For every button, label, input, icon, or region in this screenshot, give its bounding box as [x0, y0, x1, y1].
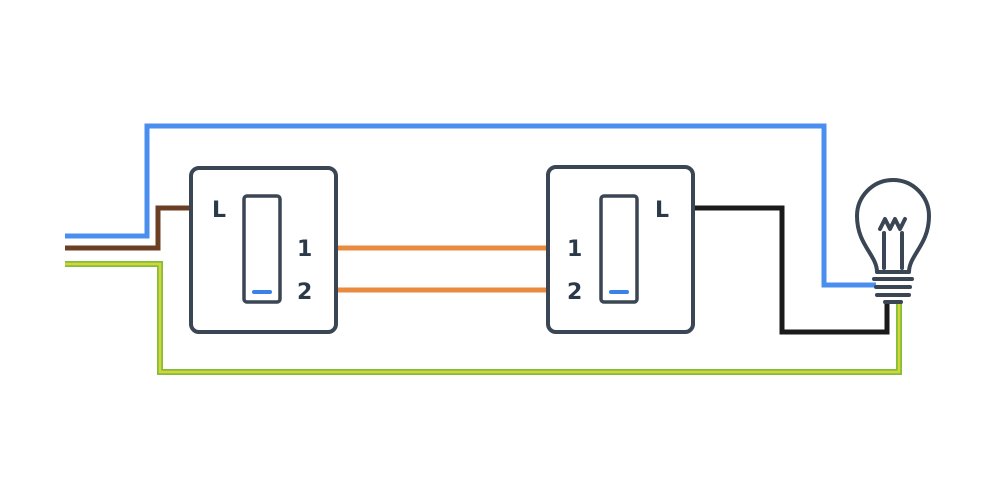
switch-left-terminal-1: 1 [297, 237, 312, 262]
earth-wire-yellow [65, 262, 901, 374]
light-bulb-icon [855, 178, 931, 304]
switch-right-terminal-2: 2 [567, 280, 582, 305]
switch-right-rocker [599, 194, 639, 304]
switched-live-wire [677, 205, 890, 335]
neutral-wire [65, 123, 876, 288]
switch-left-live-label: L [212, 198, 226, 223]
switch-right-terminal-1: 1 [567, 237, 582, 262]
phase-wire [65, 205, 205, 251]
switch-left-terminal-2: 2 [297, 280, 312, 305]
switch-left: L 1 2 [189, 166, 338, 334]
switch-right: L 1 2 [546, 165, 695, 334]
switch-left-rocker [242, 194, 282, 304]
switch-right-live-label: L [655, 198, 669, 223]
